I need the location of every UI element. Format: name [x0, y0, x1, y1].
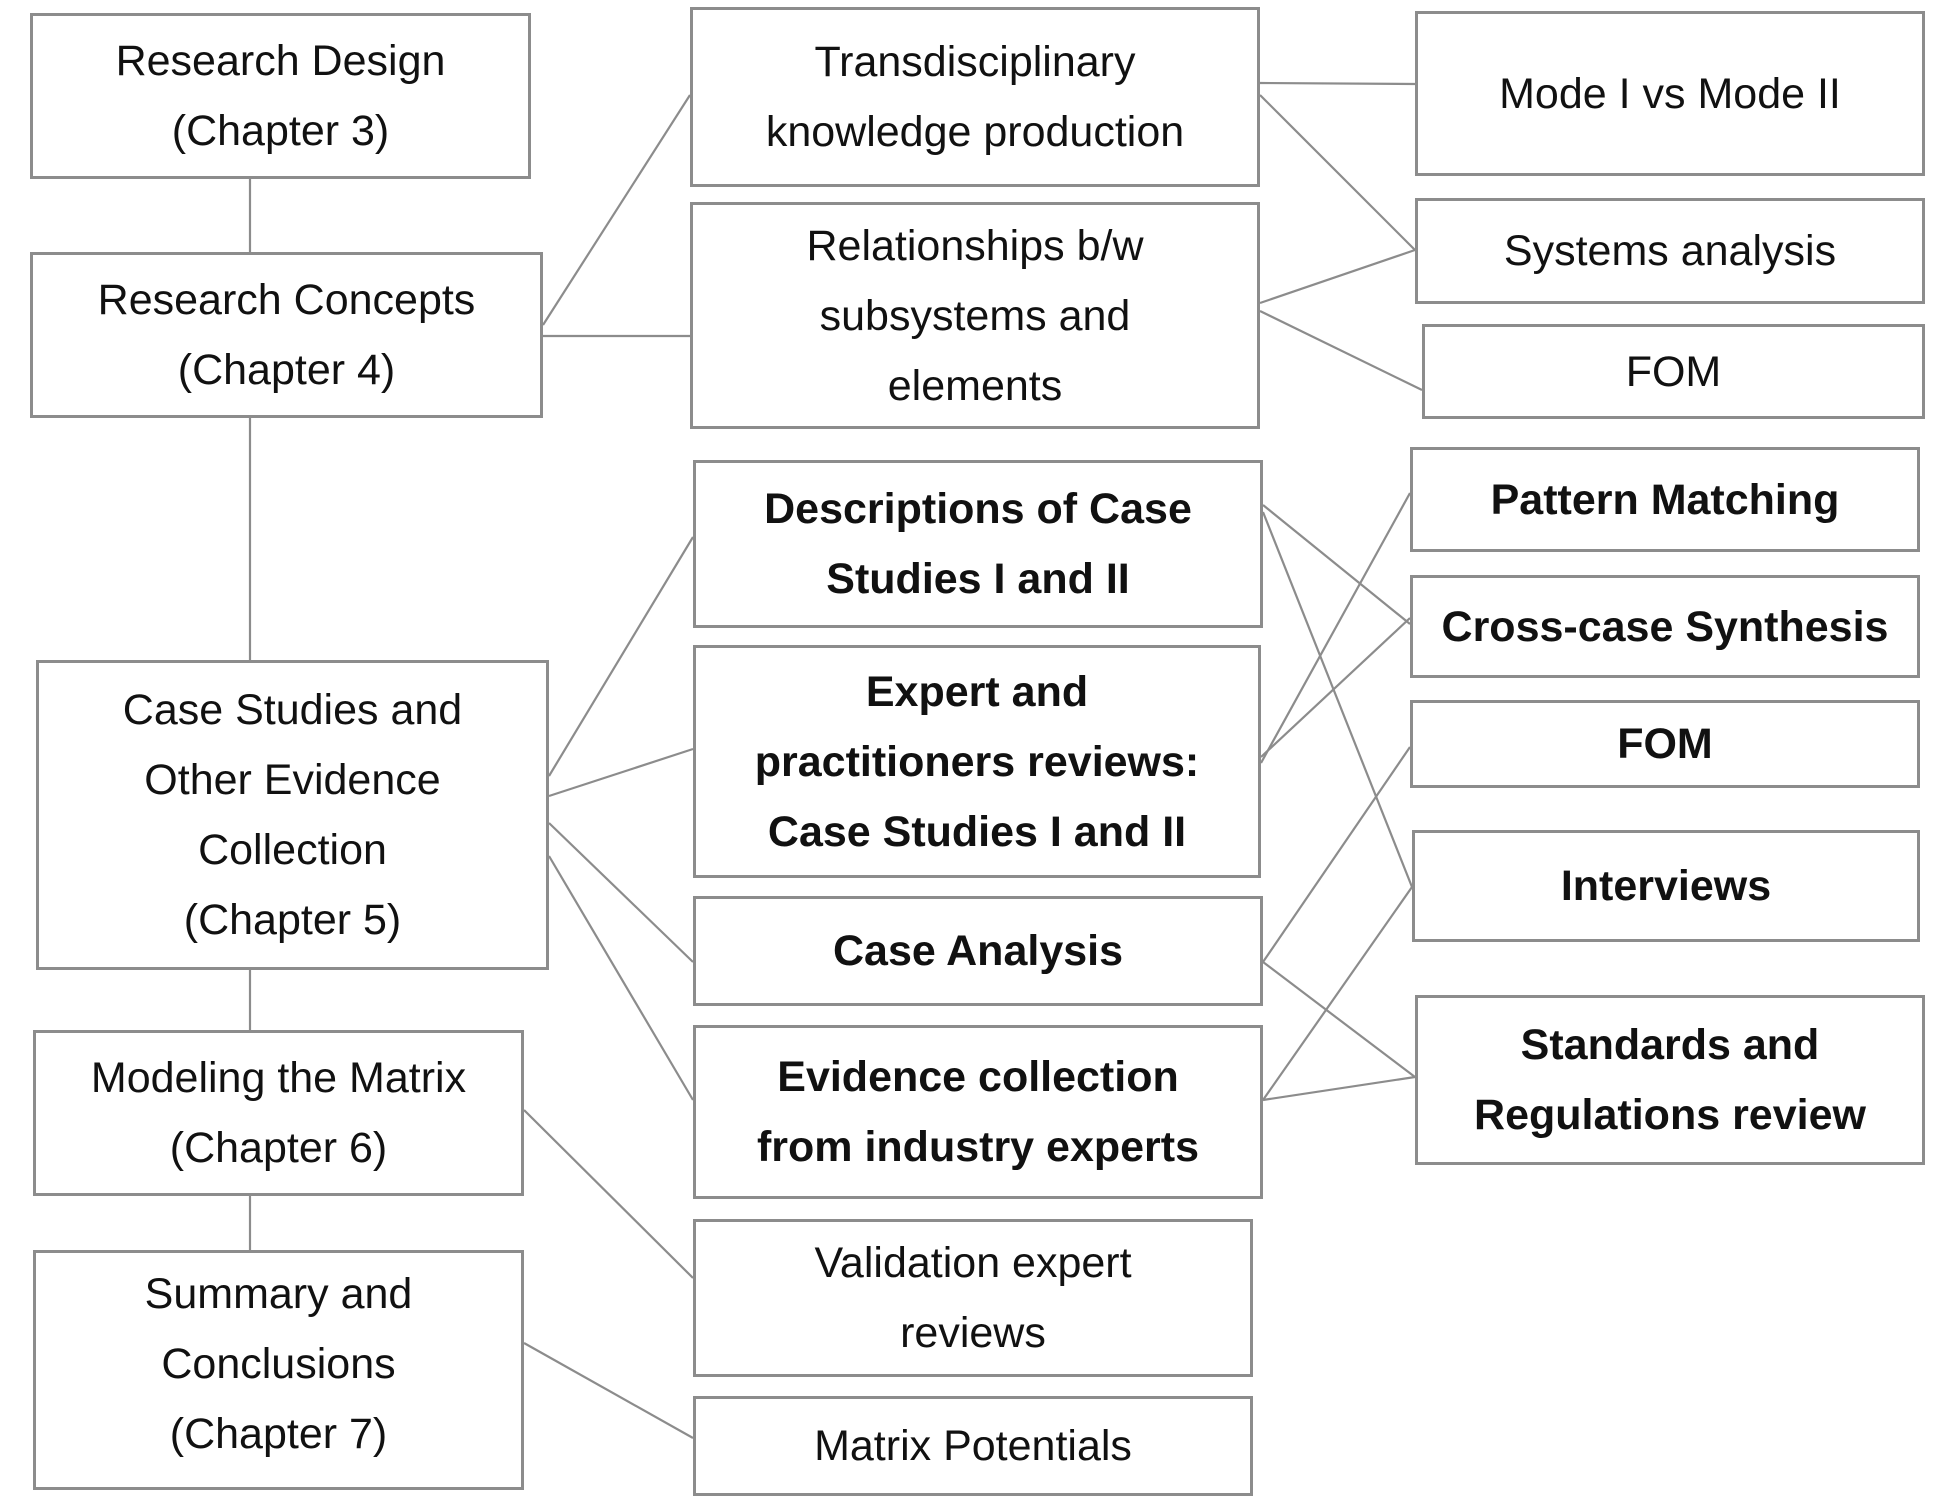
node-transdisciplinary-knowledge-production: Transdisciplinary knowledge production	[690, 7, 1260, 187]
node-text-line: Case Studies and	[122, 686, 463, 734]
node-modeling-the-matrix: Modeling the Matrix (Chapter 6)	[33, 1030, 524, 1196]
node-text-line: practitioners reviews:	[754, 737, 1200, 786]
node-text-line: reviews	[900, 1309, 1046, 1357]
node-text-line: Descriptions of Case	[764, 485, 1192, 533]
connector-line	[548, 855, 694, 1101]
node-pattern-matching: Pattern Matching	[1410, 447, 1920, 552]
node-text-line: Case Analysis	[832, 927, 1124, 975]
node-text-line: Pattern Matching	[1490, 475, 1840, 524]
node-text-line: Mode I vs Mode II	[1499, 69, 1841, 118]
connector-line	[542, 94, 691, 326]
connector-line	[1259, 94, 1416, 251]
node-case-analysis: Case Analysis	[693, 896, 1263, 1006]
node-text-line: Evidence collection	[777, 1053, 1179, 1101]
connector-line	[523, 1342, 694, 1439]
connector-line	[1262, 1075, 1416, 1102]
node-text-line: Modeling the Matrix	[90, 1054, 467, 1102]
node-text-line: (Chapter 7)	[169, 1410, 388, 1458]
node-validation-expert-reviews: Validation expert reviews	[693, 1219, 1253, 1377]
node-relationships-subsystems-elements: Relationships b/w subsystems and elements	[690, 202, 1260, 429]
node-text-line: (Chapter 3)	[171, 107, 390, 155]
node-text-line: (Chapter 4)	[177, 346, 396, 394]
node-text-line: Transdisciplinary	[814, 38, 1136, 86]
connector-line	[548, 536, 694, 777]
connector-line	[1262, 746, 1411, 963]
node-text-line: subsystems and	[819, 291, 1131, 340]
node-text-line: Systems analysis	[1503, 227, 1837, 275]
node-text-line: Standards and	[1520, 1021, 1820, 1069]
node-research-concepts: Research Concepts (Chapter 4)	[30, 252, 543, 418]
node-research-design: Research Design (Chapter 3)	[30, 13, 531, 179]
node-text-line: Matrix Potentials	[814, 1422, 1132, 1470]
node-matrix-potentials: Matrix Potentials	[693, 1396, 1253, 1496]
connector-line	[1262, 961, 1416, 1078]
connector-line	[1260, 492, 1411, 764]
node-mode-i-vs-mode-ii: Mode I vs Mode II	[1415, 11, 1925, 176]
node-systems-analysis: Systems analysis	[1415, 198, 1925, 304]
connector-line	[1259, 310, 1423, 391]
node-text-line: Interviews	[1560, 862, 1772, 910]
node-text-line: Research Concepts	[97, 276, 476, 324]
node-text-line: FOM	[1617, 720, 1713, 768]
node-fom-top: FOM	[1422, 324, 1925, 419]
node-text-line: Cross-case Synthesis	[1441, 602, 1889, 651]
node-text-line: Relationships b/w	[806, 221, 1144, 270]
node-evidence-collection-industry-experts: Evidence collection from industry experts	[693, 1025, 1263, 1199]
connector-line	[548, 822, 694, 963]
connector-line	[1262, 504, 1411, 625]
connector-line	[548, 747, 694, 798]
node-text-line: Summary and	[144, 1270, 413, 1318]
node-fom-bottom: FOM	[1410, 700, 1920, 788]
node-text-line: Studies I and II	[826, 555, 1130, 603]
connector-line	[523, 1109, 694, 1279]
connector-line	[1262, 886, 1413, 1101]
node-text-line: Case Studies I and II	[767, 807, 1187, 856]
connector-line	[1261, 511, 1414, 888]
node-interviews: Interviews	[1412, 830, 1920, 942]
node-text-line: knowledge production	[765, 108, 1185, 156]
connector-line	[1259, 248, 1416, 305]
node-text-line: from industry experts	[756, 1123, 1200, 1171]
node-text-line: elements	[887, 361, 1063, 410]
node-cross-case-synthesis: Cross-case Synthesis	[1410, 575, 1920, 678]
node-text-line: Other Evidence	[144, 756, 441, 804]
node-text-line: Expert and	[865, 667, 1089, 716]
node-text-line: Research Design	[115, 37, 446, 85]
node-text-line: (Chapter 6)	[169, 1124, 388, 1172]
connector-line	[1260, 617, 1411, 758]
connector-line	[1259, 81, 1416, 86]
node-text-line: (Chapter 5)	[183, 896, 402, 944]
node-text-line: Conclusions	[161, 1340, 396, 1388]
node-text-line: Regulations review	[1474, 1091, 1866, 1139]
node-text-line: Validation expert	[814, 1239, 1132, 1287]
node-text-line: FOM	[1625, 347, 1722, 396]
node-text-line: Collection	[198, 826, 387, 874]
node-expert-practitioners-reviews: Expert and practitioners reviews: Case Stu…	[693, 645, 1261, 878]
